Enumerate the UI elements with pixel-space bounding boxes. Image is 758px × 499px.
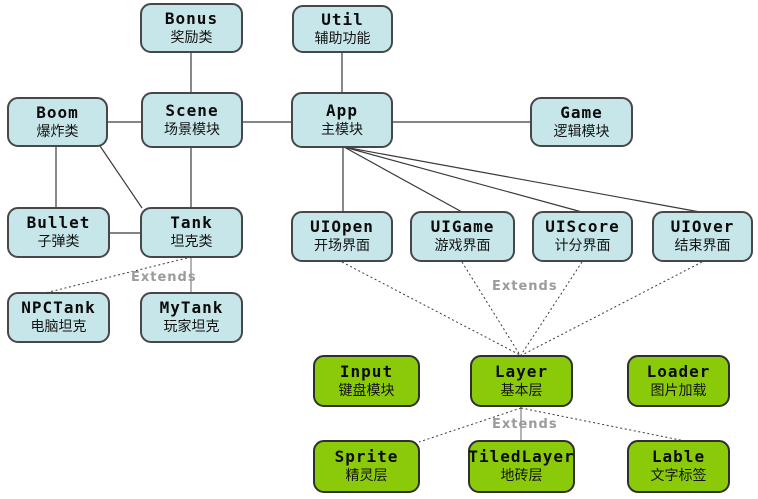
node-uigame-title: UIGame	[430, 217, 495, 237]
node-scene: Scene 场景模块	[141, 92, 243, 148]
extends-label-layer: Extends	[492, 417, 558, 432]
node-layer-title: Layer	[494, 361, 549, 381]
edge-uiopen-layer	[341, 261, 521, 356]
node-sprite: Sprite 精灵层	[313, 440, 420, 493]
node-util-title: Util	[321, 9, 364, 29]
node-tank-title: Tank	[170, 213, 213, 233]
node-boom-desc: 爆炸类	[36, 123, 79, 140]
node-mytank: MyTank 玩家坦克	[140, 292, 243, 343]
node-lable: Lable 文字标签	[627, 440, 730, 493]
node-uiscore-title: UIScore	[545, 217, 620, 237]
node-mytank-desc: 玩家坦克	[163, 319, 220, 336]
edge-uiscore-layer	[520, 261, 583, 356]
node-npctank-title: NPCTank	[21, 298, 96, 318]
edge-uiover-layer	[521, 261, 703, 356]
node-uiopen: UIOpen 开场界面	[291, 211, 393, 262]
node-game-title: Game	[560, 102, 603, 122]
node-sprite-title: Sprite	[334, 447, 399, 467]
edge-app-uiscore	[343, 146, 583, 213]
node-util: Util 辅助功能	[292, 5, 393, 53]
node-bonus: Bonus 奖励类	[140, 3, 243, 53]
node-bullet-title: Bullet	[26, 213, 91, 233]
node-tank-desc: 坦克类	[170, 234, 213, 251]
node-uiover-desc: 结束界面	[674, 238, 731, 255]
node-app: App 主模块	[291, 92, 393, 148]
edge-tank-npctank	[44, 257, 188, 294]
node-util-desc: 辅助功能	[314, 30, 371, 47]
node-loader-title: Loader	[646, 361, 711, 381]
node-uiover: UIOver 结束界面	[652, 211, 753, 262]
node-sprite-desc: 精灵层	[345, 468, 388, 485]
node-uiscore: UIScore 计分界面	[532, 211, 633, 262]
node-loader: Loader 图片加载	[627, 355, 730, 407]
node-app-desc: 主模块	[321, 121, 363, 138]
node-tiledlayer: TiledLayer 地砖层	[468, 440, 575, 493]
node-mytank-title: MyTank	[159, 298, 224, 318]
node-scene-desc: 场景模块	[164, 121, 220, 138]
node-input-title: Input	[339, 361, 394, 381]
node-boom: Boom 爆炸类	[7, 97, 108, 147]
edge-app-uiover	[343, 146, 701, 213]
node-game-desc: 逻辑模块	[553, 123, 610, 140]
node-input-desc: 键盘模块	[338, 382, 395, 399]
node-bonus-title: Bonus	[164, 8, 219, 28]
edge-boom-tank	[99, 145, 143, 209]
node-tank: Tank 坦克类	[140, 207, 243, 258]
node-boom-title: Boom	[36, 102, 79, 122]
node-npctank: NPCTank 电脑坦克	[7, 292, 110, 343]
node-game: Game 逻辑模块	[530, 97, 633, 147]
node-lable-desc: 文字标签	[650, 468, 707, 485]
node-layer: Layer 基本层	[470, 355, 573, 407]
node-bonus-desc: 奖励类	[170, 29, 213, 46]
node-tiledlayer-desc: 地砖层	[500, 468, 543, 485]
node-uiscore-desc: 计分界面	[554, 238, 611, 255]
node-uiopen-desc: 开场界面	[314, 238, 370, 255]
node-tiledlayer-title: TiledLayer	[468, 447, 575, 467]
node-uiover-title: UIOver	[670, 217, 735, 237]
node-uiopen-title: UIOpen	[310, 217, 374, 237]
edge-uigame-layer	[461, 261, 521, 356]
node-bullet-desc: 子弹类	[37, 234, 80, 251]
extends-label-ui-layer: Extends	[492, 279, 558, 294]
node-scene-title: Scene	[165, 100, 219, 120]
edge-app-uigame	[343, 146, 463, 213]
node-npctank-desc: 电脑坦克	[30, 319, 87, 336]
node-uigame: UIGame 游戏界面	[410, 211, 515, 262]
node-bullet: Bullet 子弹类	[7, 207, 110, 258]
node-app-title: App	[326, 100, 358, 120]
node-lable-title: Lable	[651, 447, 706, 467]
node-input: Input 键盘模块	[313, 355, 420, 407]
node-layer-desc: 基本层	[500, 382, 543, 399]
edge-layer-lable	[520, 407, 691, 443]
node-loader-desc: 图片加载	[650, 382, 707, 399]
node-uigame-desc: 游戏界面	[434, 238, 491, 255]
extends-label-tank: Extends	[131, 270, 197, 285]
